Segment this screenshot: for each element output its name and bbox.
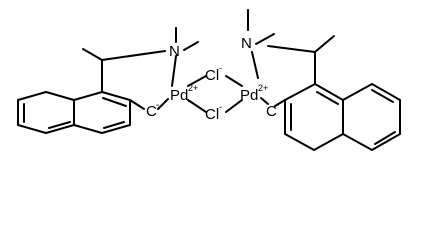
right-n-methyl-bond-2: [255, 33, 275, 45]
left-c-label: C: [146, 103, 157, 120]
left-n-methyl-bond-2: [183, 41, 199, 51]
right-naphthalene-inner-bond-3: [374, 131, 396, 145]
bottom-cl-label: Cl: [205, 106, 219, 123]
left-naphthalene-inner-bond-2: [48, 121, 71, 129]
left-n-label: N: [169, 43, 180, 60]
right-pd-charge: 2+: [258, 83, 268, 93]
left-ch-to-n-bond: [101, 50, 166, 61]
left-pd-label: Pd: [170, 87, 188, 104]
right-ch-to-n-bond: [267, 45, 316, 53]
right-c-label: C: [266, 103, 277, 120]
bottom-cl-charge: -: [219, 102, 222, 112]
left-pd-charge: 2+: [188, 83, 198, 93]
left-c-to-pd-bond: [157, 98, 169, 110]
right-ligand: [247, 9, 401, 151]
right-n-label: N: [241, 35, 252, 52]
right-n-to-pd-bond: [251, 51, 259, 79]
right-naphthalene-top-ring: [284, 83, 344, 151]
left-pd-to-bottom-cl-bond: [187, 99, 207, 113]
top-cl-to-right-pd-bond: [225, 75, 243, 87]
left-ring-to-carbon-bond: [129, 99, 145, 110]
right-naphthalene-inner-bond-2: [316, 91, 339, 105]
right-pd-label: Pd: [240, 87, 258, 104]
right-ch-to-methyl-bond: [314, 35, 335, 53]
left-naphthalene-right-ring: [73, 91, 131, 134]
chloride-bridge: [187, 75, 243, 113]
left-naphthalene-left-ring: [17, 91, 103, 134]
right-c-charge: -: [276, 100, 279, 111]
right-c-to-pd-bond: [260, 97, 269, 105]
bottom-cl-to-right-pd-bond: [225, 99, 243, 113]
left-naphthalene-inner-bond-3: [103, 121, 125, 129]
left-ligand: [17, 27, 199, 134]
atom-labels: N Pd 2+ C - Cl - Cl - Pd 2+ N C -: [146, 35, 279, 123]
chemical-structure-diagram: N Pd 2+ C - Cl - Cl - Pd 2+ N C -: [17, 9, 401, 151]
right-naphthalene-inner-bond-4: [371, 89, 394, 103]
left-n-to-pd-bond: [171, 55, 177, 87]
right-naphthalene-bottom-ring: [342, 83, 401, 151]
left-naphthalene-inner-bond-4: [102, 97, 127, 107]
top-cl-charge: -: [219, 63, 222, 73]
right-ring-to-carbon-bond: [274, 99, 286, 107]
left-pd-to-top-cl-bond: [187, 75, 207, 87]
left-ch-to-methyl-bond: [82, 48, 103, 61]
top-cl-label: Cl: [205, 67, 219, 84]
left-c-charge: -: [156, 100, 159, 111]
